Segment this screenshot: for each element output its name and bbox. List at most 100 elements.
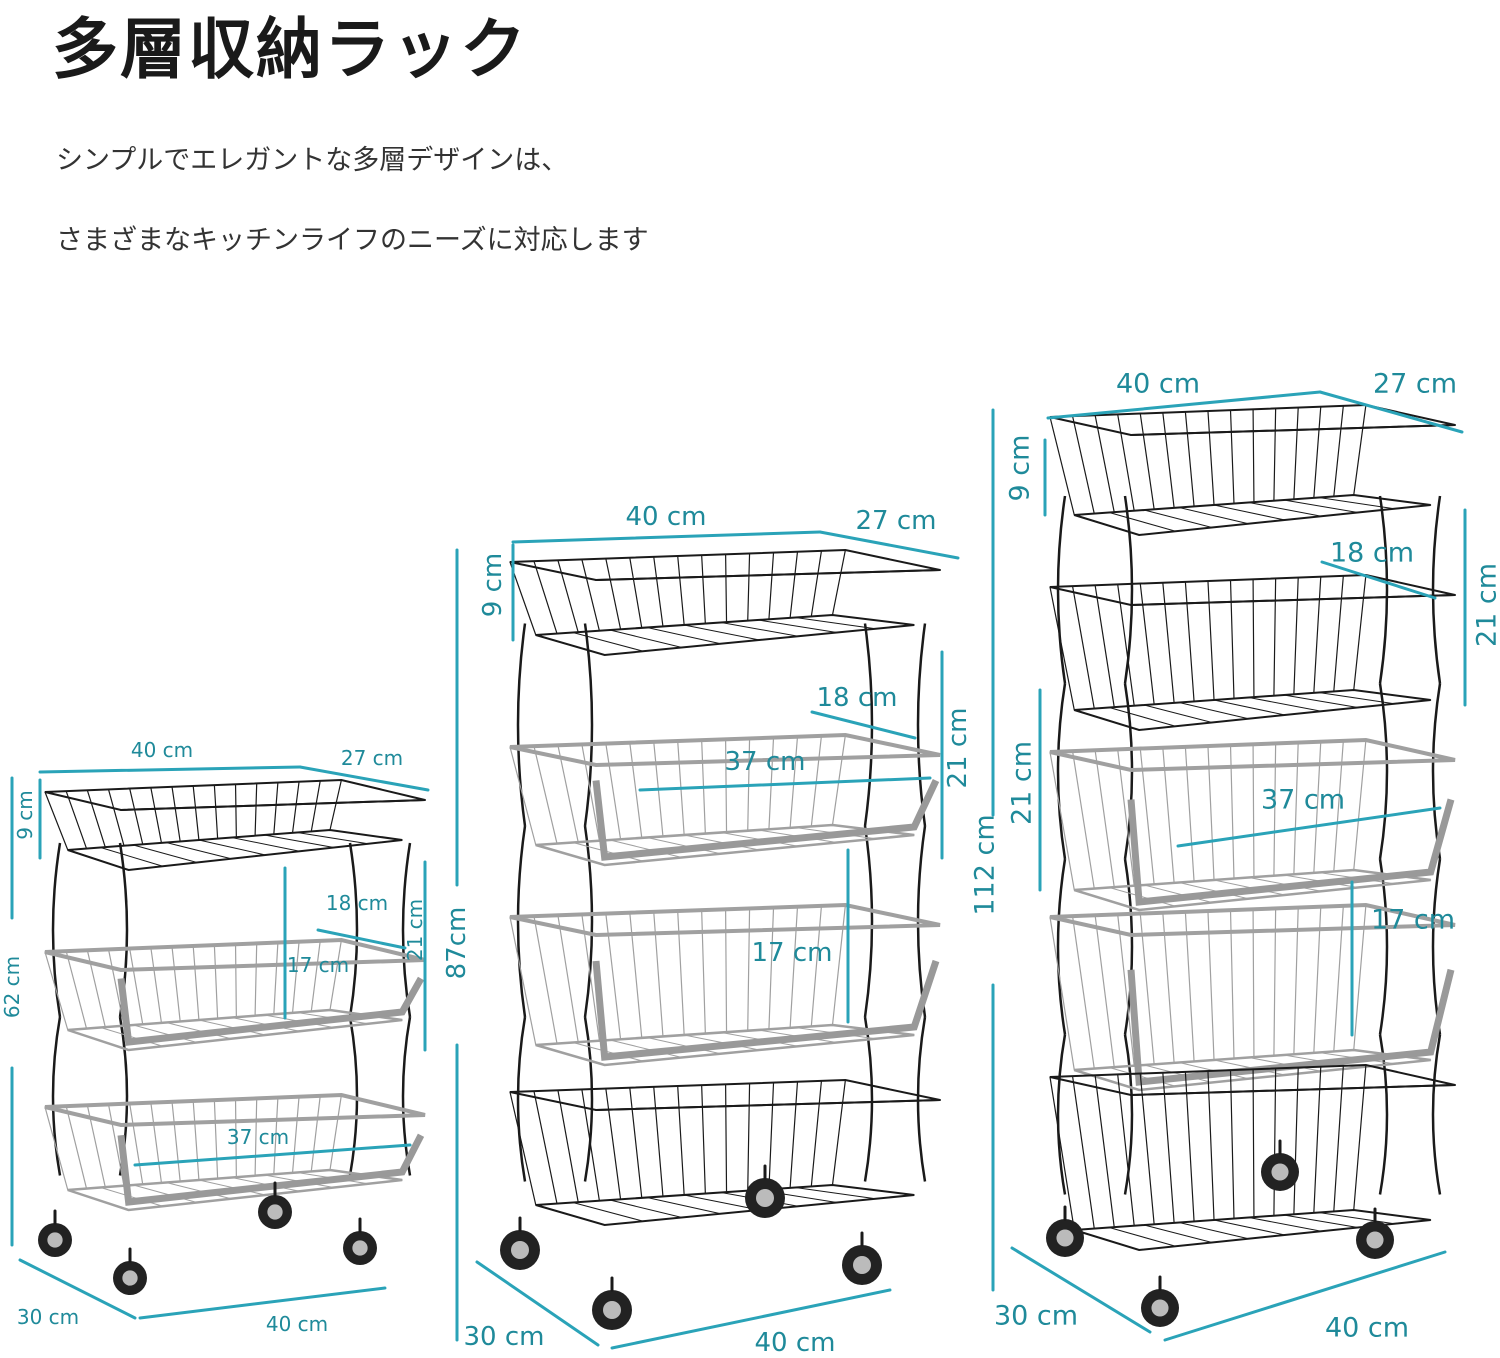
basket-handle bbox=[1131, 970, 1451, 1082]
caster-hub bbox=[511, 1241, 529, 1259]
basket-wire bbox=[1163, 1073, 1174, 1223]
basket-wire bbox=[726, 1084, 727, 1192]
basket-wire bbox=[1231, 580, 1234, 698]
basket-wire bbox=[1294, 408, 1298, 500]
basket-wire bbox=[726, 554, 727, 622]
side-frame bbox=[1433, 1035, 1440, 1195]
dim-open-depth: 18 cm bbox=[1330, 540, 1414, 567]
basket-wire bbox=[1050, 1077, 1074, 1230]
basket-wire bbox=[1095, 750, 1114, 887]
side-frame bbox=[518, 624, 525, 827]
side-frame bbox=[918, 624, 925, 827]
basket-wire bbox=[214, 945, 217, 1018]
basket-wire bbox=[1185, 582, 1194, 702]
basket-wire bbox=[1163, 413, 1174, 508]
basket-wire bbox=[769, 1083, 774, 1190]
dim-inner-height: 17 cm bbox=[1371, 907, 1455, 934]
basket-floor bbox=[536, 615, 914, 655]
basket-grid bbox=[1354, 1210, 1431, 1220]
basket-wire bbox=[510, 1092, 536, 1205]
dim-base-width: 40 cm bbox=[1325, 1315, 1409, 1342]
basket-wire bbox=[1354, 575, 1366, 690]
basket-wire bbox=[1073, 416, 1095, 513]
caster-hub bbox=[1151, 1299, 1168, 1316]
dim-tier-spacing-left: 21 cm bbox=[1009, 741, 1036, 825]
basket-wire bbox=[274, 943, 278, 1015]
dim-top-width: 40 cm bbox=[131, 740, 193, 760]
basket-handle bbox=[121, 979, 421, 1043]
basket-wire bbox=[1073, 586, 1095, 708]
caster-hub bbox=[756, 1189, 774, 1207]
basket-wire bbox=[151, 948, 162, 1023]
basket-wire bbox=[172, 787, 180, 842]
dim-base-depth: 30 cm bbox=[464, 1324, 545, 1350]
basket-wire bbox=[1354, 1065, 1366, 1210]
basket-wire bbox=[66, 1106, 86, 1188]
basket-wire bbox=[255, 783, 257, 835]
basket-wire bbox=[833, 735, 846, 825]
side-frame bbox=[350, 843, 357, 1017]
basket-grid bbox=[833, 1185, 915, 1195]
basket-floor bbox=[536, 1185, 914, 1225]
basket-wire bbox=[255, 943, 257, 1015]
basket-wire bbox=[1050, 417, 1074, 515]
basket-wire bbox=[1095, 1075, 1114, 1227]
dim-inner-width: 37 cm bbox=[227, 1127, 289, 1147]
basket-wire bbox=[702, 555, 706, 623]
dimension-arrow bbox=[513, 532, 820, 542]
basket-rim bbox=[510, 905, 940, 935]
dimension-arrow bbox=[612, 1290, 890, 1348]
basket-wire bbox=[558, 1090, 578, 1202]
caster-hub bbox=[47, 1232, 62, 1247]
basket-wire bbox=[87, 790, 105, 847]
basket-wire bbox=[558, 915, 578, 1042]
dim-open-depth: 18 cm bbox=[817, 685, 898, 711]
basket-grid bbox=[330, 830, 402, 840]
basket-wire bbox=[606, 1089, 621, 1200]
basket-wire bbox=[1073, 916, 1095, 1068]
basket-wire bbox=[630, 913, 642, 1038]
basket-wire bbox=[769, 553, 774, 620]
basket-wire bbox=[811, 551, 821, 617]
basket-wire bbox=[1095, 585, 1114, 707]
basket-wire bbox=[151, 1103, 162, 1183]
basket-front-rim bbox=[1131, 595, 1455, 605]
basket-wire bbox=[172, 1102, 180, 1182]
caster-hub bbox=[352, 1240, 367, 1255]
dim-basket-height: 9 cm bbox=[1007, 435, 1034, 502]
dimension-arrow bbox=[640, 778, 930, 790]
basket-wire bbox=[1314, 407, 1321, 498]
basket-front-rim bbox=[596, 1100, 940, 1110]
dim-top-depth: 27 cm bbox=[1373, 371, 1457, 398]
basket-wire bbox=[1185, 412, 1194, 507]
basket-front-rim bbox=[121, 800, 425, 810]
dim-open-depth: 18 cm bbox=[326, 893, 388, 913]
dim-tier-spacing: 21 cm bbox=[945, 708, 971, 789]
basket-wire bbox=[1140, 414, 1154, 510]
basket-wire bbox=[1073, 1076, 1095, 1228]
side-frame bbox=[1380, 496, 1387, 684]
basket-wire bbox=[1140, 1074, 1154, 1225]
caster-hub bbox=[1271, 1163, 1288, 1180]
basket-grid bbox=[1354, 690, 1431, 700]
basket-wire bbox=[214, 1100, 217, 1178]
side-frame bbox=[1058, 1035, 1065, 1195]
basket-wire bbox=[311, 781, 320, 832]
basket-wire bbox=[1334, 406, 1344, 497]
basket-wire bbox=[45, 1107, 68, 1190]
basket-wire bbox=[130, 1104, 143, 1185]
dimension-arrow bbox=[40, 767, 300, 772]
basket-wire bbox=[790, 1082, 797, 1188]
basket-wire bbox=[654, 912, 663, 1037]
basket-wire bbox=[193, 786, 199, 840]
dim-inner-width: 37 cm bbox=[1261, 787, 1345, 814]
basket-wire bbox=[630, 1088, 642, 1198]
basket-wire bbox=[193, 946, 199, 1020]
dim-base-depth: 30 cm bbox=[17, 1307, 79, 1327]
basket-wire bbox=[193, 1101, 199, 1180]
caster-hub bbox=[1056, 1229, 1073, 1246]
basket-wire bbox=[330, 1095, 341, 1170]
basket-wire bbox=[1208, 581, 1214, 700]
basket-wire bbox=[769, 908, 774, 1030]
